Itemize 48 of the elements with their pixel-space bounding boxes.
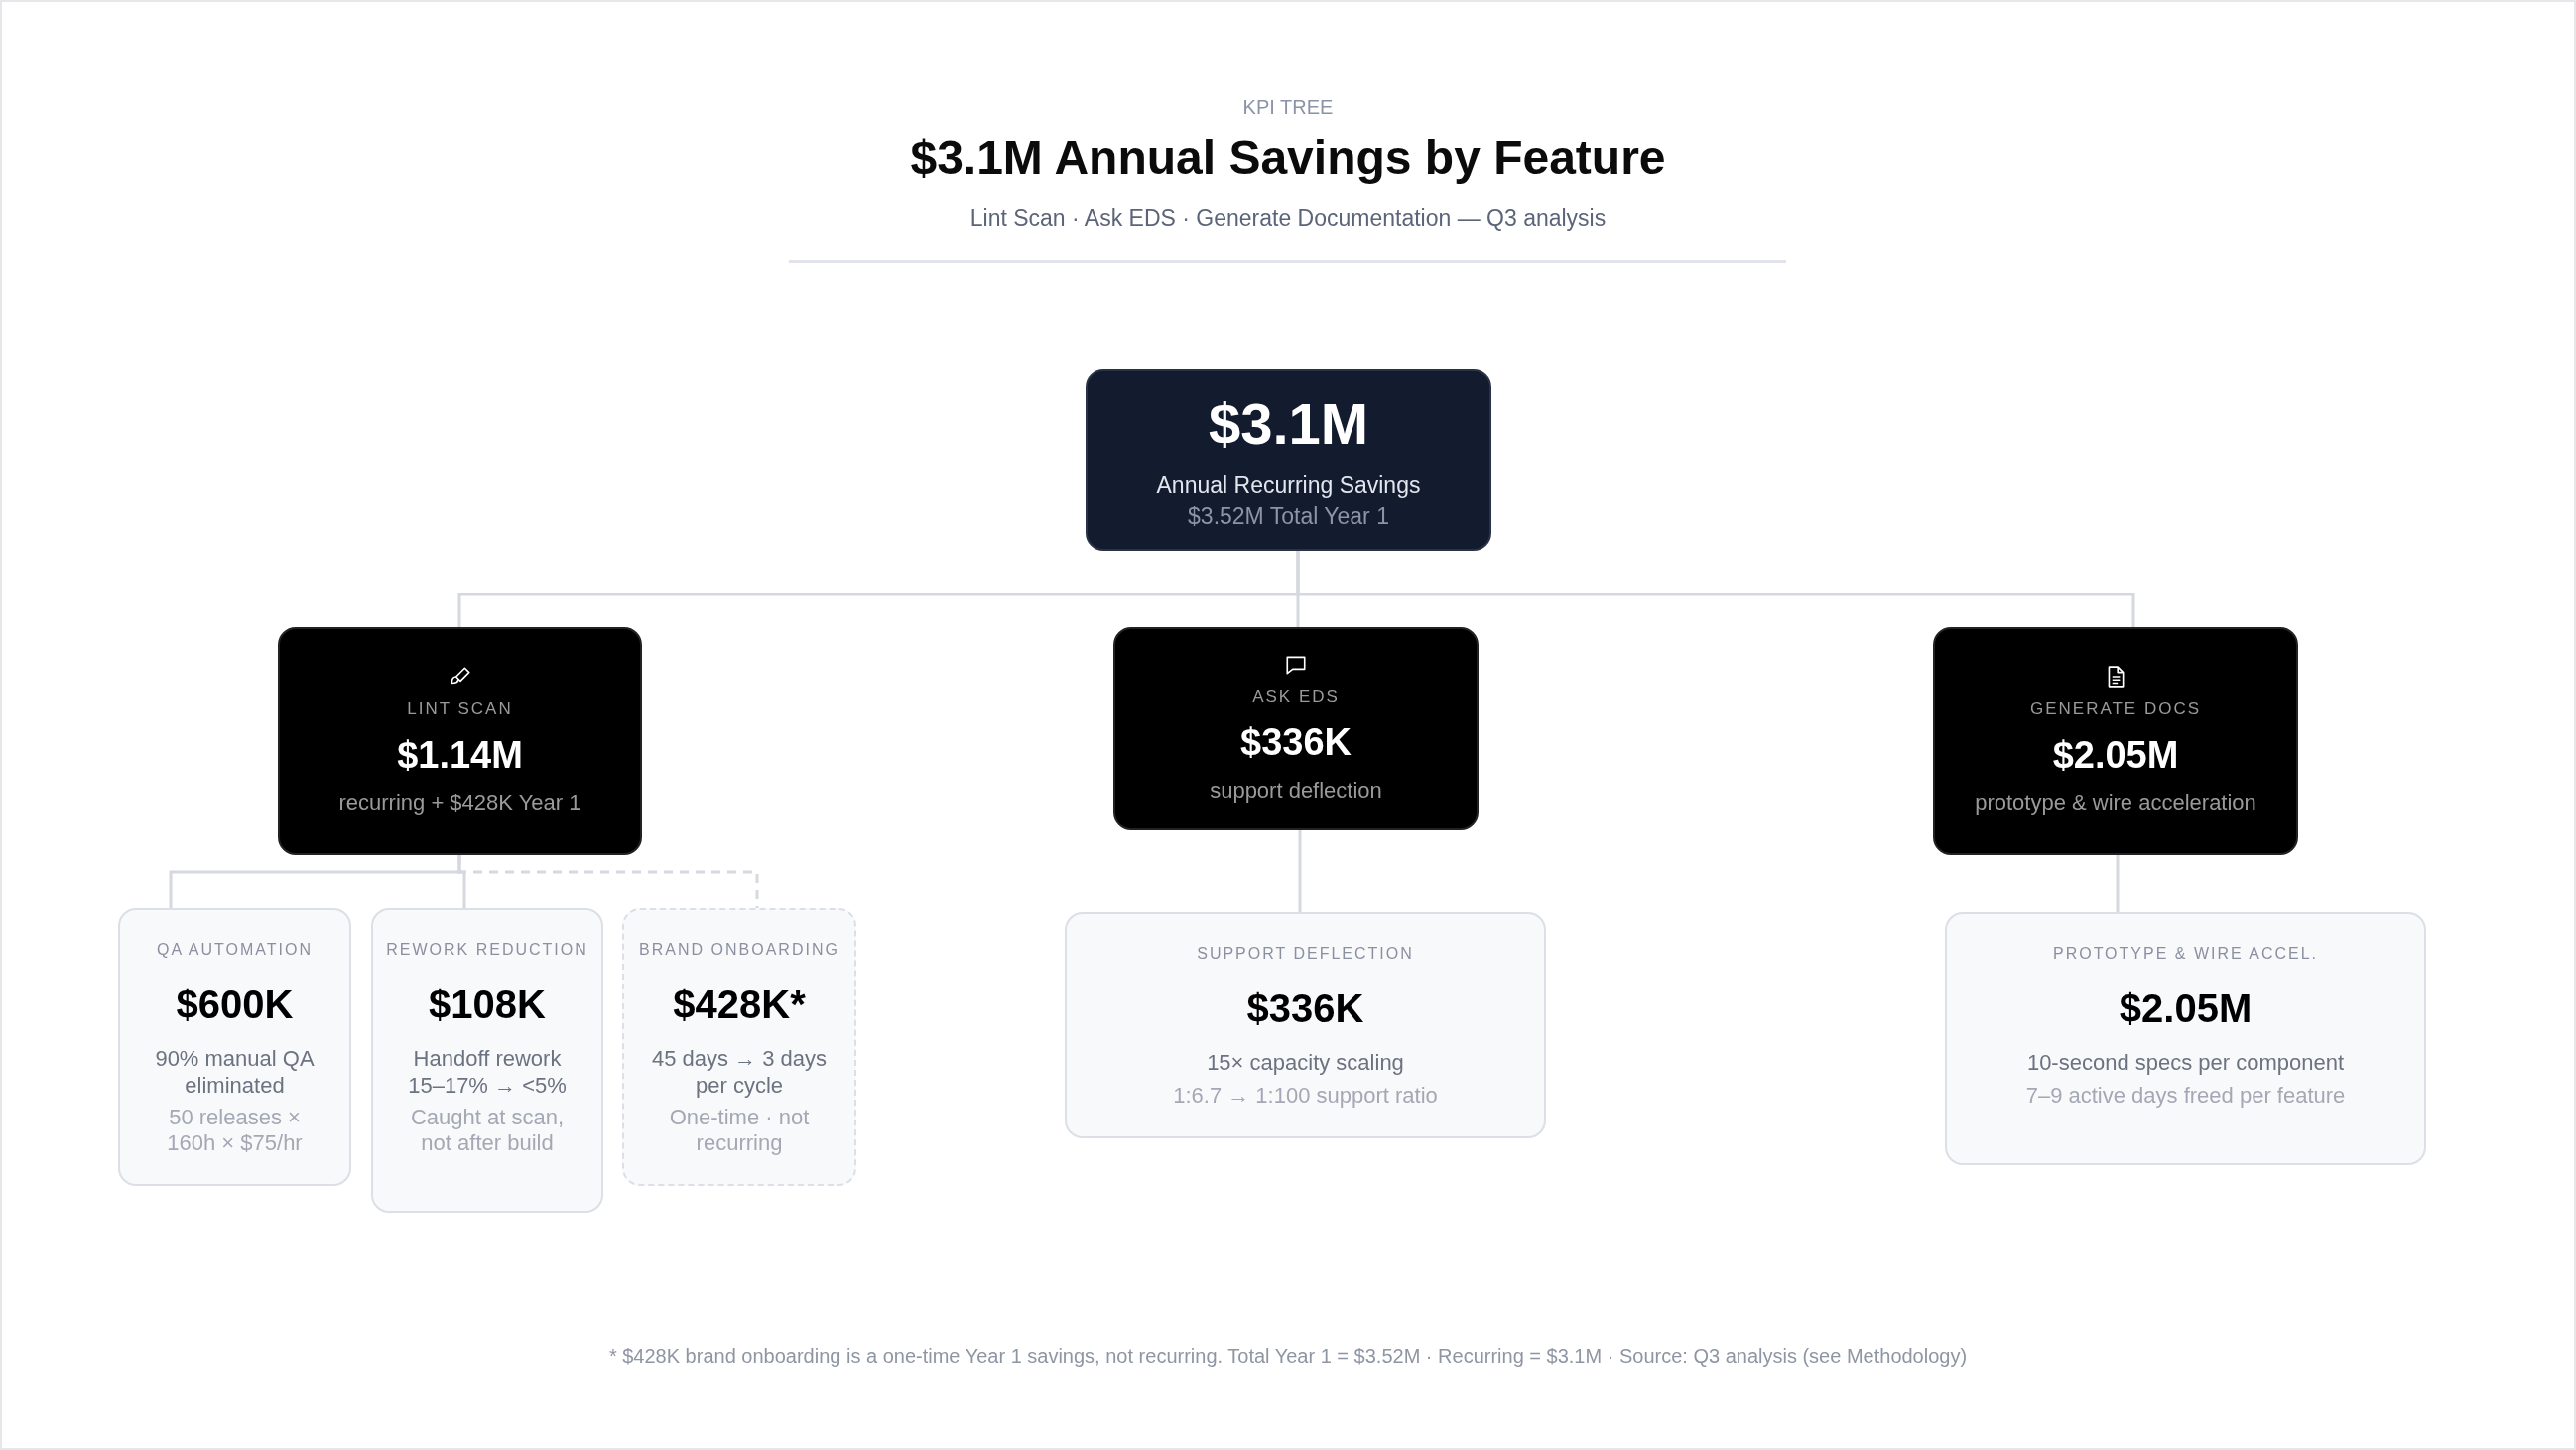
- metric-value: $428K*: [673, 982, 806, 1029]
- metric-description: 15× capacity scaling: [1207, 1050, 1404, 1077]
- feature-value: $336K: [1240, 721, 1352, 766]
- connector-line: [1298, 830, 1302, 912]
- feature-card: [278, 627, 642, 855]
- metric-card: [118, 908, 351, 1186]
- metric-name: QA AUTOMATION: [157, 940, 313, 960]
- metric-note: 7–9 active days freed per feature: [2025, 1082, 2346, 1109]
- metric-name: REWORK REDUCTION: [386, 940, 588, 960]
- eyebrow-label: KPI TREE: [1241, 95, 1335, 119]
- metric-description: 45 days → 3 days per cycle: [650, 1046, 829, 1099]
- metric-note: 50 releases × 160h × $75/hr: [166, 1104, 304, 1157]
- metric-note: 1:6.7 → 1:100 support ratio: [1173, 1082, 1438, 1109]
- metric-name: BRAND ONBOARDING: [639, 940, 839, 960]
- metric-note: One-time · not recurring: [668, 1104, 811, 1157]
- kpi-value: $3.1M: [1208, 390, 1369, 459]
- connector-line: [457, 855, 759, 908]
- metric-card: [1065, 912, 1546, 1138]
- metric-card: [371, 908, 603, 1213]
- feature-card: [1933, 627, 2298, 855]
- feature-name: LINT SCAN: [407, 699, 513, 720]
- diagram-title: $3.1M Annual Savings by Feature: [909, 130, 1667, 186]
- kpi-card: [1086, 369, 1491, 551]
- feature-name: ASK EDS: [1252, 686, 1340, 708]
- metric-note: Caught at scan, not after build: [409, 1104, 566, 1157]
- metric-description: 90% manual QA eliminated: [154, 1046, 316, 1099]
- connector-line: [2116, 855, 2120, 912]
- metric-card: [622, 908, 856, 1186]
- feature-description: support deflection: [1209, 777, 1383, 805]
- metric-description: Handoff rework 15–17% → <5%: [407, 1046, 568, 1099]
- kpi-note: $3.52M Total Year 1: [1188, 503, 1389, 531]
- metric-value: $2.05M: [2119, 986, 2253, 1033]
- kpi-label: Annual Recurring Savings: [1156, 471, 1421, 500]
- feature-name: GENERATE DOCS: [2029, 699, 2202, 720]
- metric-card: [1945, 912, 2426, 1165]
- metric-description: 10-second specs per component: [2026, 1050, 2345, 1077]
- feature-description: recurring + $428K Year 1: [337, 790, 582, 817]
- subtitle: Lint Scan · Ask EDS · Generate Documentation — Q3 analysis: [968, 205, 1608, 233]
- feature-value: $1.14M: [397, 732, 523, 778]
- metric-value: $108K: [429, 982, 546, 1029]
- metric-name: PROTOTYPE & WIRE ACCEL.: [2052, 944, 2319, 964]
- footnote: * $428K brand onboarding is a one-time Year 1 savings, not recurring. Total Year 1 = $3.52M · Recurring = $3.1M · Source: Q3 analysis (see Methodology): [607, 1344, 1969, 1368]
- metric-value: $336K: [1246, 986, 1364, 1033]
- metric-value: $600K: [176, 982, 294, 1029]
- feature-card: [1113, 627, 1479, 830]
- feature-value: $2.05M: [2052, 732, 2179, 778]
- feature-description: prototype & wire acceleration: [1974, 790, 2257, 817]
- metric-name: SUPPORT DEFLECTION: [1197, 944, 1414, 964]
